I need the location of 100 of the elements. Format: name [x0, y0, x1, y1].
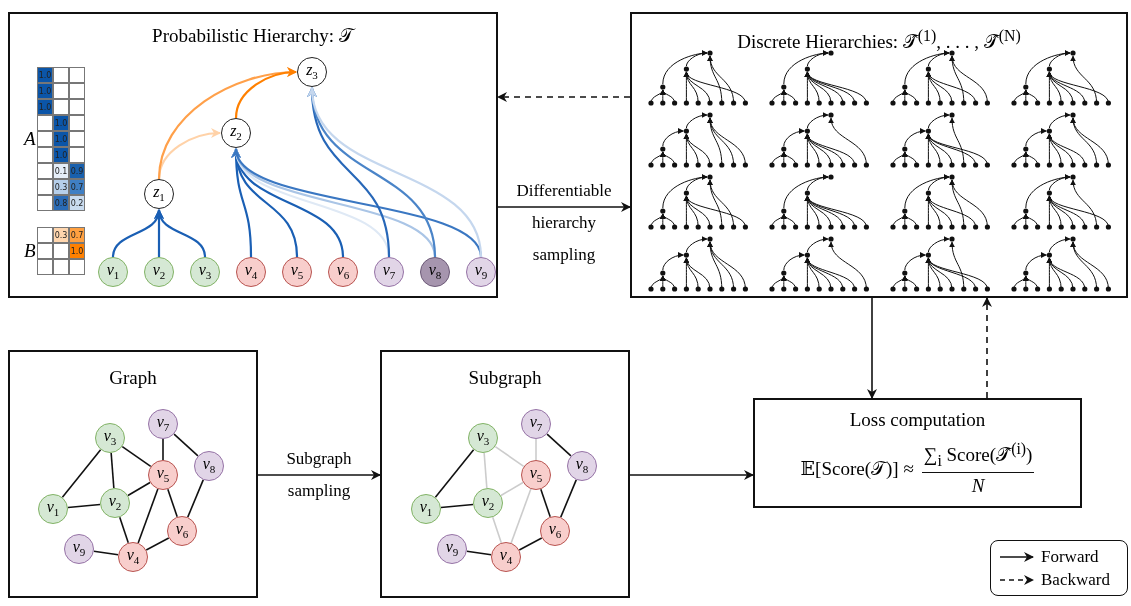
graph-edge — [559, 479, 578, 518]
graph-edge — [440, 503, 474, 509]
graph-edge — [491, 516, 503, 544]
graph-node-circle — [297, 57, 327, 87]
graph-edge — [535, 438, 537, 461]
panel-title: Discrete Hierarchies: 𝒯̂$^{(1)}$, . . . , 𝒯̂$^{(N)}$ — [737, 26, 1021, 55]
panel-box — [8, 12, 498, 298]
graph-node-circle — [190, 257, 220, 287]
graph-node-circle — [194, 451, 224, 481]
graph-edge — [118, 516, 130, 544]
formula-denominator: N — [971, 474, 985, 498]
node-label: v$_{9}$ — [474, 262, 488, 282]
graph-node-circle — [328, 257, 358, 287]
node-label: v$_{6}$ — [548, 521, 562, 541]
graph-node-circle — [411, 494, 441, 524]
graph-node-circle — [95, 423, 125, 453]
arrow — [982, 297, 992, 399]
graph-node-circle — [466, 257, 496, 287]
node-label: v$_{1}$ — [46, 499, 60, 519]
edge-label: Differentiable hierarchy sampling — [515, 180, 613, 266]
graph-node-circle — [64, 534, 94, 564]
legend-text: Forward — [1041, 546, 1099, 567]
node-label: v$_{2}$ — [152, 262, 166, 282]
graph-edge — [110, 452, 115, 489]
graph-edge — [167, 488, 178, 518]
graph-edge — [510, 488, 532, 544]
graph-node-circle — [521, 460, 551, 490]
graph-node-circle — [437, 534, 467, 564]
graph-node-circle — [521, 409, 551, 439]
matrix-cell: 0.2 — [69, 195, 85, 211]
node-label: v$_{6}$ — [175, 521, 189, 541]
graph-edge — [137, 488, 159, 544]
node-label: v$_{8}$ — [428, 262, 442, 282]
arrow — [629, 470, 754, 480]
graph-node-circle — [221, 118, 251, 148]
graph-edge — [61, 448, 102, 499]
panel-title: Probabilistic Hierarchy: 𝒯 — [152, 24, 354, 48]
graph-node-circle — [236, 257, 266, 287]
node-label: v$_{5}$ — [156, 465, 170, 485]
matrix-cell: 1.0 — [37, 99, 53, 115]
node-label: v$_{4}$ — [126, 547, 140, 567]
node-label: v$_{8}$ — [202, 456, 216, 476]
matrix-cell: 1.0 — [53, 115, 69, 131]
graph-edge — [546, 433, 572, 457]
graph-node-circle — [144, 179, 174, 209]
graph-edge — [494, 445, 525, 468]
graph-edge — [162, 438, 164, 461]
process-box — [753, 398, 1082, 508]
panel-box — [380, 350, 630, 598]
node-label: v$_{2}$ — [481, 493, 495, 513]
graph-node-circle — [98, 257, 128, 287]
graph-node-circle — [38, 494, 68, 524]
matrix-name: A — [24, 128, 36, 150]
formula-text: 𝔼[Score(𝒯)] ≈ — [800, 457, 914, 481]
node-label: v$_{4}$ — [499, 547, 513, 567]
node-label: z$_{1}$ — [153, 184, 165, 204]
graph-node-circle — [473, 488, 503, 518]
graph-node-circle — [491, 542, 521, 572]
graph-edge — [186, 479, 205, 518]
box-title: Loss computation — [849, 408, 986, 432]
node-label: v$_{2}$ — [108, 493, 122, 513]
graph-node-circle — [100, 488, 130, 518]
node-label: v$_{8}$ — [575, 456, 589, 476]
matrix-cell: 1.0 — [53, 147, 69, 163]
node-label: z$_{2}$ — [230, 123, 242, 143]
graph-edge — [434, 448, 475, 499]
node-label: z$_{3}$ — [306, 62, 318, 82]
matrix-cell: 0.3 — [53, 179, 69, 195]
node-label: v$_{9}$ — [72, 539, 86, 559]
graph-node-circle — [567, 451, 597, 481]
panel-box — [630, 12, 1128, 298]
graph-edge — [500, 481, 524, 497]
matrix-cell: 0.7 — [69, 179, 85, 195]
graph-edge — [518, 537, 543, 551]
panel-title: Subgraph — [468, 366, 542, 390]
node-label: v$_{1}$ — [419, 499, 433, 519]
matrix-cell: 1.0 — [69, 243, 85, 259]
node-label: v$_{3}$ — [476, 428, 490, 448]
arrow — [234, 67, 297, 119]
graph-node-circle — [118, 542, 148, 572]
graph-node-circle — [282, 257, 312, 287]
matrix-cell: 0.1 — [53, 163, 69, 179]
node-label: v$_{9}$ — [445, 539, 459, 559]
arrow — [257, 470, 381, 480]
matrix-cell: 0.9 — [69, 163, 85, 179]
node-label: v$_{1}$ — [106, 262, 120, 282]
matrix-cell: 0.7 — [69, 227, 85, 243]
node-label: v$_{4}$ — [244, 262, 258, 282]
matrix-cell: 0.8 — [53, 195, 69, 211]
graph-node-circle — [148, 460, 178, 490]
node-label: v$_{3}$ — [103, 428, 117, 448]
node-label: v$_{7}$ — [382, 262, 396, 282]
graph-node-circle — [420, 257, 450, 287]
graph-node-circle — [540, 516, 570, 546]
graph-edge — [145, 537, 170, 551]
node-label: v$_{7}$ — [156, 414, 170, 434]
node-label: v$_{3}$ — [198, 262, 212, 282]
matrix-cell: 1.0 — [37, 67, 53, 83]
graph-edge — [93, 550, 119, 556]
panel-box — [8, 350, 258, 598]
